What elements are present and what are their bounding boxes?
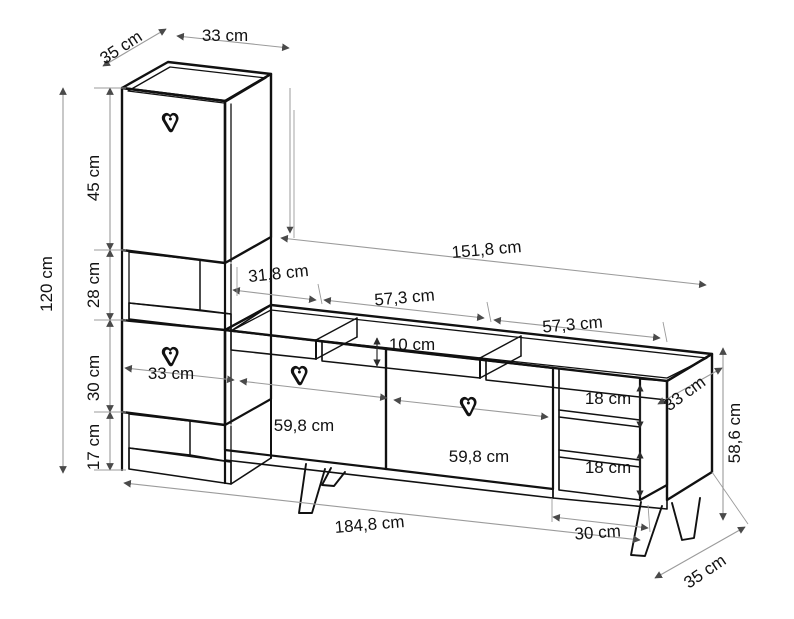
- tv-unit-right-open-bay: [552, 352, 714, 502]
- dimension-label-height-58-6: 58,6 cm: [725, 403, 744, 463]
- dimension-label-open-bay-30: 30 cm: [574, 521, 622, 543]
- dimline-open-bay-30: [552, 513, 649, 532]
- dimline-57-3-left: [323, 296, 485, 322]
- dimline-door-59-8-left: [239, 377, 388, 402]
- dimension-label-width-33-left: 33 cm: [148, 364, 194, 383]
- dimension-label-shelf-18-lower: 18 cm: [585, 458, 631, 477]
- dimline-depth-35-top: [102, 28, 167, 67]
- dimension-label-seg-57-3-left: 57,3 cm: [374, 285, 436, 309]
- dimension-label-height-17: 17 cm: [84, 424, 103, 470]
- dimension-label-door-59-8-right: 59,8 cm: [449, 447, 509, 466]
- dimension-label-gap-10: 10 cm: [389, 335, 435, 354]
- dimension-label-base-depth-35: 35 cm: [680, 551, 729, 593]
- dimension-label-width-151-8: 151,8 cm: [451, 237, 522, 262]
- dimension-label-height-120: 120 cm: [37, 256, 56, 312]
- door-handles-layer: [161, 112, 477, 417]
- handle-center-door-icon: [290, 365, 308, 386]
- left-drawer-module: [120, 303, 273, 427]
- dimension-labels-layer: 35 cm 33 cm 45 cm 28 cm 120 cm 30 cm 17 cm 151,…: [37, 26, 744, 592]
- dimension-label-depth-35-top: 35 cm: [96, 27, 145, 68]
- tall-upper-cabinet: [120, 60, 273, 265]
- dimline-width-151-8: [280, 234, 707, 289]
- dimension-label-depth-33-right: 33 cm: [660, 372, 709, 415]
- dimension-label-seg-57-3-right: 57,3 cm: [542, 312, 604, 336]
- dimension-label-door-59-8-left: 59,8 cm: [274, 416, 334, 435]
- furniture-geometry: [120, 60, 714, 557]
- dimline-width-33-left: [124, 364, 235, 384]
- dimension-label-offset-31-8: 31,8 cm: [247, 261, 309, 286]
- dimension-label-width-33-top: 33 cm: [202, 26, 248, 45]
- dimension-label-height-30: 30 cm: [84, 355, 103, 401]
- dimline-57-3-right: [493, 316, 661, 342]
- dimension-label-height-28: 28 cm: [84, 262, 103, 308]
- dimline-base-depth-35: [654, 526, 746, 579]
- handle-right-door-icon: [459, 396, 477, 417]
- handle-left-drawer-icon: [161, 346, 179, 367]
- dimline-width-33-top: [176, 32, 290, 52]
- dimension-label-shelf-18-upper: 18 cm: [585, 389, 631, 408]
- handle-upper-cabinet-door-icon: [161, 112, 179, 133]
- dimline-offset-31-8: [232, 287, 317, 303]
- dimension-label-width-184-8: 184,8 cm: [334, 512, 405, 537]
- dimline-depth-33-right: [657, 367, 723, 405]
- dimension-label-height-45: 45 cm: [84, 155, 103, 201]
